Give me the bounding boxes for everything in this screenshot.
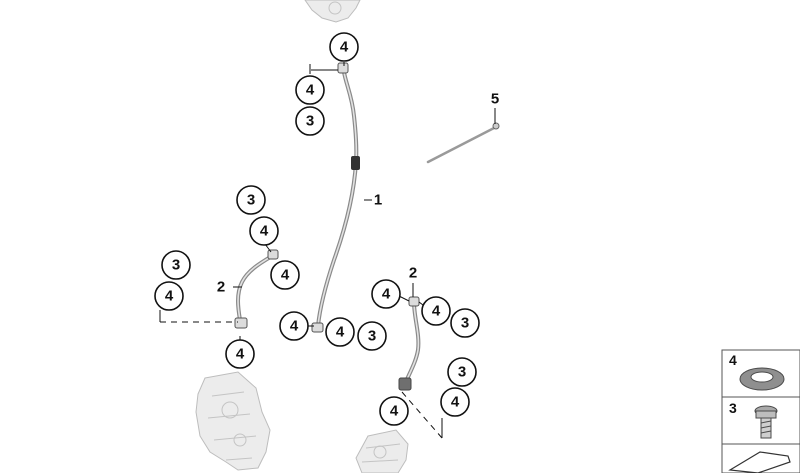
part-label-2-left: 2 <box>217 279 225 296</box>
legend-number-4: 4 <box>729 352 737 368</box>
brake-hose-2-left <box>234 249 279 329</box>
legend-number-3: 3 <box>729 400 737 416</box>
callout-bottom-right-4a: 4 <box>379 396 409 426</box>
brake-hose-1 <box>311 62 360 333</box>
callout-number: 3 <box>368 328 376 345</box>
callout-far-left-4: 4 <box>154 281 184 311</box>
callout-number: 4 <box>382 286 391 303</box>
callout-mid-left-3: 3 <box>236 185 266 215</box>
callout-center-4b: 4 <box>325 317 355 347</box>
callout-center-3: 3 <box>357 321 387 351</box>
cable-tie-5 <box>426 122 500 164</box>
callout-right-3b: 3 <box>447 357 477 387</box>
part-label-5: 5 <box>491 91 499 108</box>
callout-number: 4 <box>390 403 399 420</box>
callout-mid-right-4: 4 <box>270 260 300 290</box>
callout-number: 4 <box>290 318 299 335</box>
callout-top-4: 4 <box>329 32 359 62</box>
callout-mid-left-4: 4 <box>249 216 279 246</box>
callout-number: 3 <box>458 364 466 381</box>
callout-number: 4 <box>306 82 315 99</box>
callout-far-left-3: 3 <box>161 250 191 280</box>
callout-number: 4 <box>336 324 345 341</box>
legend-panel: 4 3 <box>721 349 800 473</box>
callout-right-4a: 4 <box>371 279 401 309</box>
part-label-2-right: 2 <box>409 265 417 282</box>
callout-number: 3 <box>306 113 314 130</box>
callout-bottom-right-4b: 4 <box>440 387 470 417</box>
callout-number: 3 <box>172 257 180 274</box>
callout-number: 3 <box>461 315 469 332</box>
callout-number: 4 <box>451 394 460 411</box>
callout-number: 4 <box>281 267 290 284</box>
left-caliper-ghost <box>195 371 271 471</box>
bolt-icon <box>754 405 778 439</box>
right-caliper-ghost <box>355 429 409 473</box>
callout-upper-left-4: 4 <box>295 75 325 105</box>
callout-right-3a: 3 <box>450 308 480 338</box>
washer-icon <box>739 367 785 391</box>
callout-upper-left-3: 3 <box>295 106 325 136</box>
callout-bottom-left-4: 4 <box>225 339 255 369</box>
callout-number: 4 <box>340 39 349 56</box>
callout-right-4b: 4 <box>421 296 451 326</box>
callout-number: 4 <box>260 223 269 240</box>
callout-number: 3 <box>247 192 255 209</box>
top-caliper-ghost <box>304 0 361 23</box>
brake-hose-2-right <box>398 296 421 391</box>
callout-number: 4 <box>432 303 441 320</box>
part-label-1: 1 <box>374 192 382 209</box>
callout-number: 4 <box>236 346 245 363</box>
callout-number: 4 <box>165 288 174 305</box>
callout-center-4a: 4 <box>279 311 309 341</box>
